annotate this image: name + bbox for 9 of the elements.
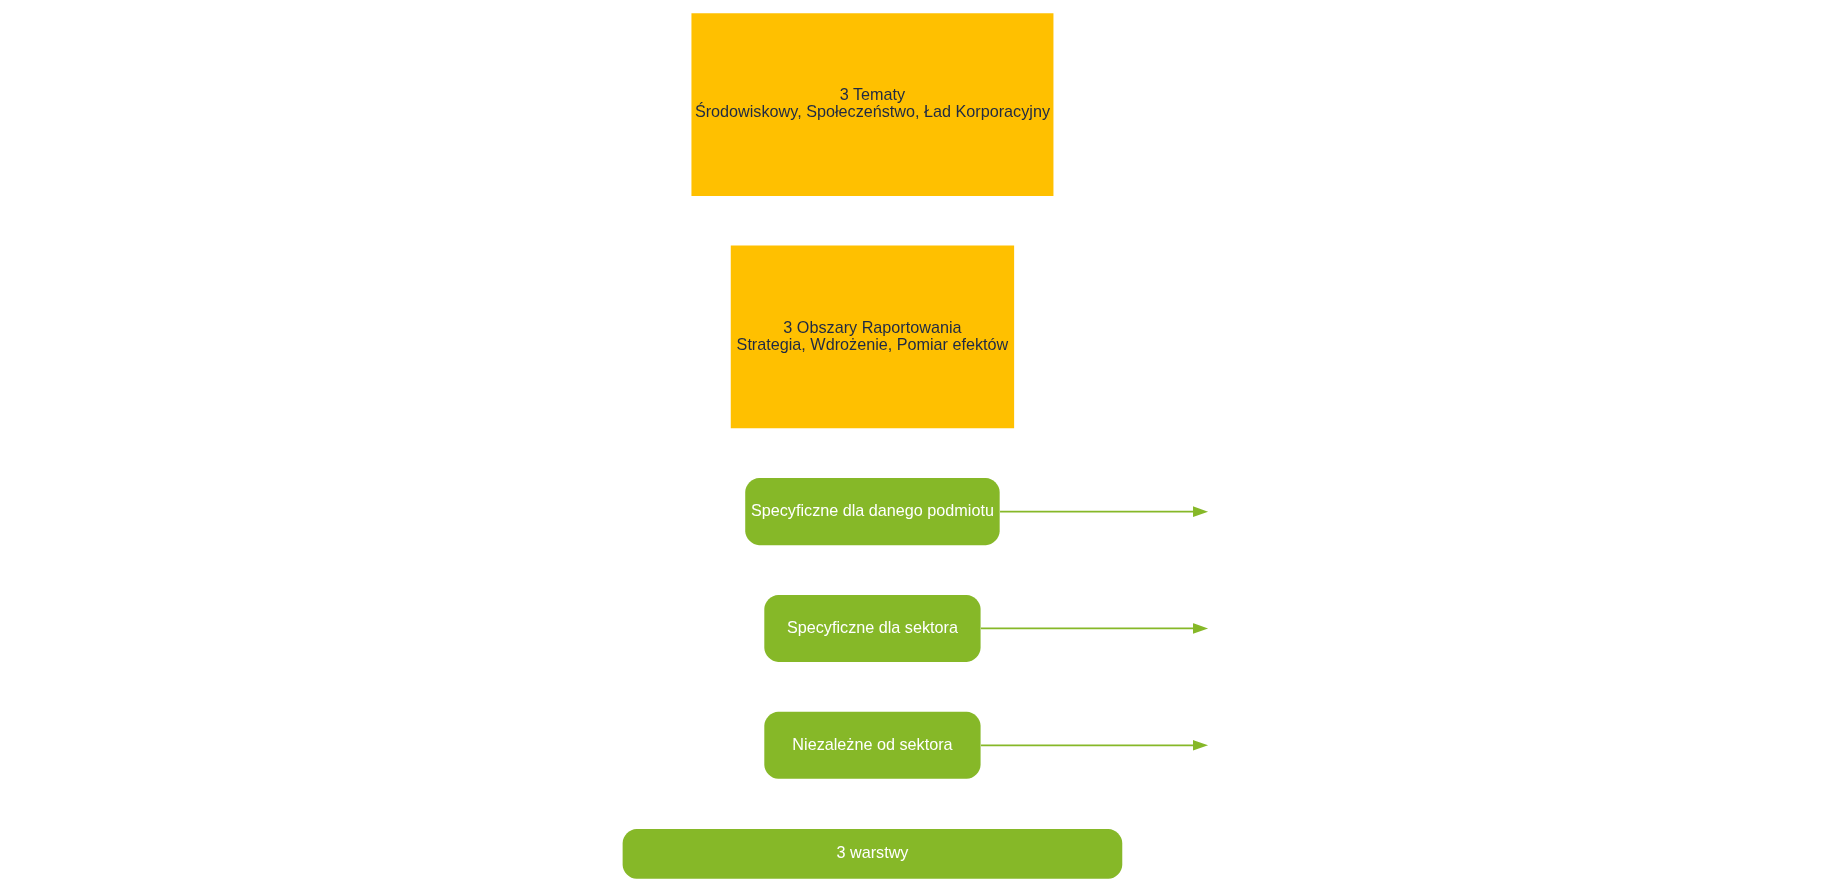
arrow <box>999 506 1209 517</box>
arrow <box>980 740 1209 751</box>
node-box: 3 Obszary Raportowania Strategia, Wdrożenie, Pomiar efektów <box>730 245 1015 429</box>
node-box: Niezależne od sektora <box>764 711 981 779</box>
node-box: 3 Tematy Środowiskowy, Społeczeństwo, Ład Korporacyjny <box>691 13 1054 196</box>
node-box: 3 warstwy <box>622 829 1123 879</box>
node-box: Specyficzne dla sektora <box>764 594 981 662</box>
node-box: Specyficzne dla danego podmiotu <box>745 478 1000 546</box>
arrow <box>980 623 1209 634</box>
